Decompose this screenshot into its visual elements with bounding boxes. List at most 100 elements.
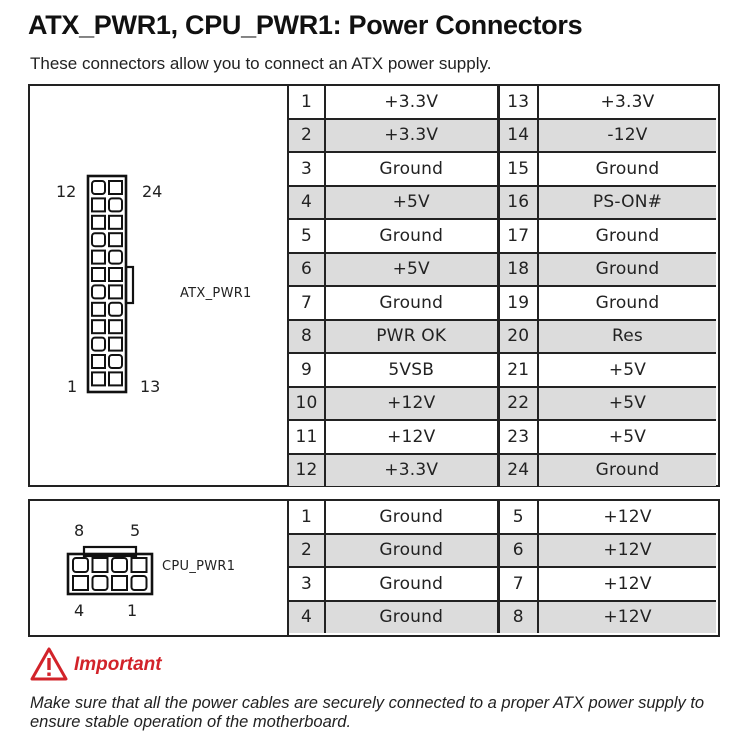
pin-number-cell: 4: [287, 600, 325, 633]
page-subtitle: These connectors allow you to connect an…: [30, 54, 492, 73]
connector-pin: [91, 249, 106, 265]
connector-pin: [91, 371, 106, 387]
connector-pin: [108, 336, 123, 352]
connector-pin: [130, 575, 148, 591]
signal-name-cell: Ground: [537, 286, 716, 321]
connector-pin: [91, 575, 109, 591]
connector-pin: [108, 354, 123, 369]
atx-pin-label-13: 13: [140, 377, 161, 396]
pin-number-cell: 14: [496, 118, 538, 153]
atx-24pin-connector-icon: [86, 174, 135, 394]
signal-name-cell: +5V: [324, 252, 498, 287]
pin-number-cell: 6: [287, 252, 325, 287]
pin-number-cell: 3: [287, 152, 325, 187]
connector-pin: [91, 336, 106, 352]
connector-pin: [108, 301, 123, 317]
signal-name-cell: Ground: [537, 152, 716, 187]
connector-pin: [91, 354, 106, 369]
signal-name-cell: +12V: [324, 420, 498, 455]
connector-pin: [91, 301, 106, 317]
pin-number-cell: 13: [496, 86, 538, 120]
connector-pin: [108, 371, 123, 387]
pin-number-cell: 20: [496, 319, 538, 354]
connector-pin: [91, 197, 106, 213]
atx-pin-label-1: 1: [67, 377, 78, 396]
pin-number-cell: 5: [496, 501, 538, 535]
signal-name-cell: +5V: [537, 353, 716, 388]
signal-name-cell: +12V: [537, 501, 716, 535]
connector-pin: [91, 267, 106, 282]
signal-name-cell: -12V: [537, 118, 716, 153]
connector-pin: [108, 249, 123, 265]
cpu-8pin-connector-icon: [66, 545, 154, 596]
pin-number-cell: 24: [496, 453, 538, 486]
connector-pin: [108, 267, 123, 282]
signal-name-cell: +3.3V: [324, 118, 498, 153]
pin-number-cell: 19: [496, 286, 538, 321]
connector-pin: [108, 232, 123, 248]
pin-number-cell: 2: [287, 533, 325, 568]
connector-pin: [108, 284, 123, 300]
signal-name-cell: Ground: [537, 219, 716, 254]
connector-pin: [91, 319, 106, 335]
cpu-pin-label-4: 4: [74, 601, 85, 620]
connector-pin: [108, 197, 123, 213]
pin-number-cell: 11: [287, 420, 325, 455]
connector-pin: [108, 180, 123, 195]
signal-name-cell: +3.3V: [324, 453, 498, 486]
cpu-pwr1-figure: 8 5 4 1 CPU_PWR1: [30, 501, 289, 635]
cpu-pin-label-1: 1: [127, 601, 138, 620]
page-title: ATX_PWR1, CPU_PWR1: Power Connectors: [28, 10, 583, 40]
pin-number-cell: 8: [287, 319, 325, 354]
signal-name-cell: +3.3V: [324, 86, 498, 120]
atx-pin-label-12: 12: [56, 182, 77, 201]
signal-name-cell: PS-ON#: [537, 185, 716, 220]
pin-number-cell: 7: [287, 286, 325, 321]
connector-pin: [91, 214, 106, 230]
connector-pin: [108, 319, 123, 335]
signal-name-cell: Ground: [324, 501, 498, 535]
signal-name-cell: 5VSB: [324, 353, 498, 388]
connector-pin: [91, 557, 109, 573]
signal-name-cell: Ground: [324, 152, 498, 187]
important-title: Important: [74, 654, 162, 675]
connector-pin: [72, 557, 89, 573]
cpu-pin-label-8: 8: [74, 521, 85, 540]
pin-number-cell: 6: [496, 533, 538, 568]
connector-pin: [111, 575, 128, 591]
signal-name-cell: Ground: [324, 286, 498, 321]
pin-number-cell: 3: [287, 567, 325, 602]
signal-name-cell: PWR OK: [324, 319, 498, 354]
connector-pin: [91, 180, 106, 195]
pin-number-cell: 1: [287, 501, 325, 535]
warning-triangle-icon: [30, 647, 68, 681]
pin-number-cell: 23: [496, 420, 538, 455]
pin-number-cell: 5: [287, 219, 325, 254]
connector-pin: [91, 232, 106, 248]
pin-number-cell: 4: [287, 185, 325, 220]
signal-name-cell: Res: [537, 319, 716, 354]
signal-name-cell: Ground: [537, 453, 716, 486]
pin-number-cell: 12: [287, 453, 325, 486]
pin-number-cell: 7: [496, 567, 538, 602]
connector-pin: [108, 214, 123, 230]
important-text: Make sure that all the power cables are …: [30, 694, 705, 731]
pin-number-cell: 8: [496, 600, 538, 633]
signal-name-cell: +3.3V: [537, 86, 716, 120]
pin-number-cell: 10: [287, 386, 325, 421]
